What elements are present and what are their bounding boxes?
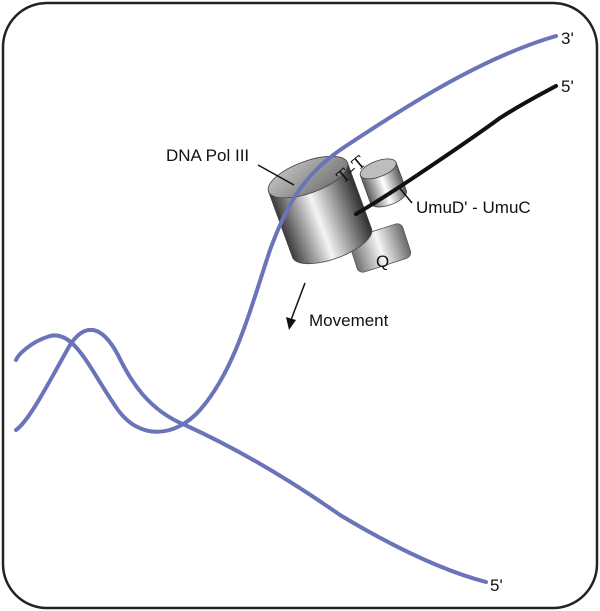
movement-label: Movement [309,311,389,330]
arrow-down-left-icon [286,282,306,330]
q-subunit-label: Q [376,252,389,271]
new-strand-black [354,84,558,216]
strand-bottom-end-label: 5' [490,576,503,595]
dna-strand-top [14,34,558,434]
pol-leader-line [257,164,295,186]
dna-pol-iii-label: DNA Pol III [166,146,249,165]
umu-complex-label: UmuD' - UmuC [416,198,531,217]
umu-complex-body [359,158,407,208]
dna-strand-bottom [14,327,488,584]
umu-leader-line [397,185,413,204]
strand-top-end-label: 3' [561,29,574,48]
strand-black-end-label: 5' [561,77,574,96]
